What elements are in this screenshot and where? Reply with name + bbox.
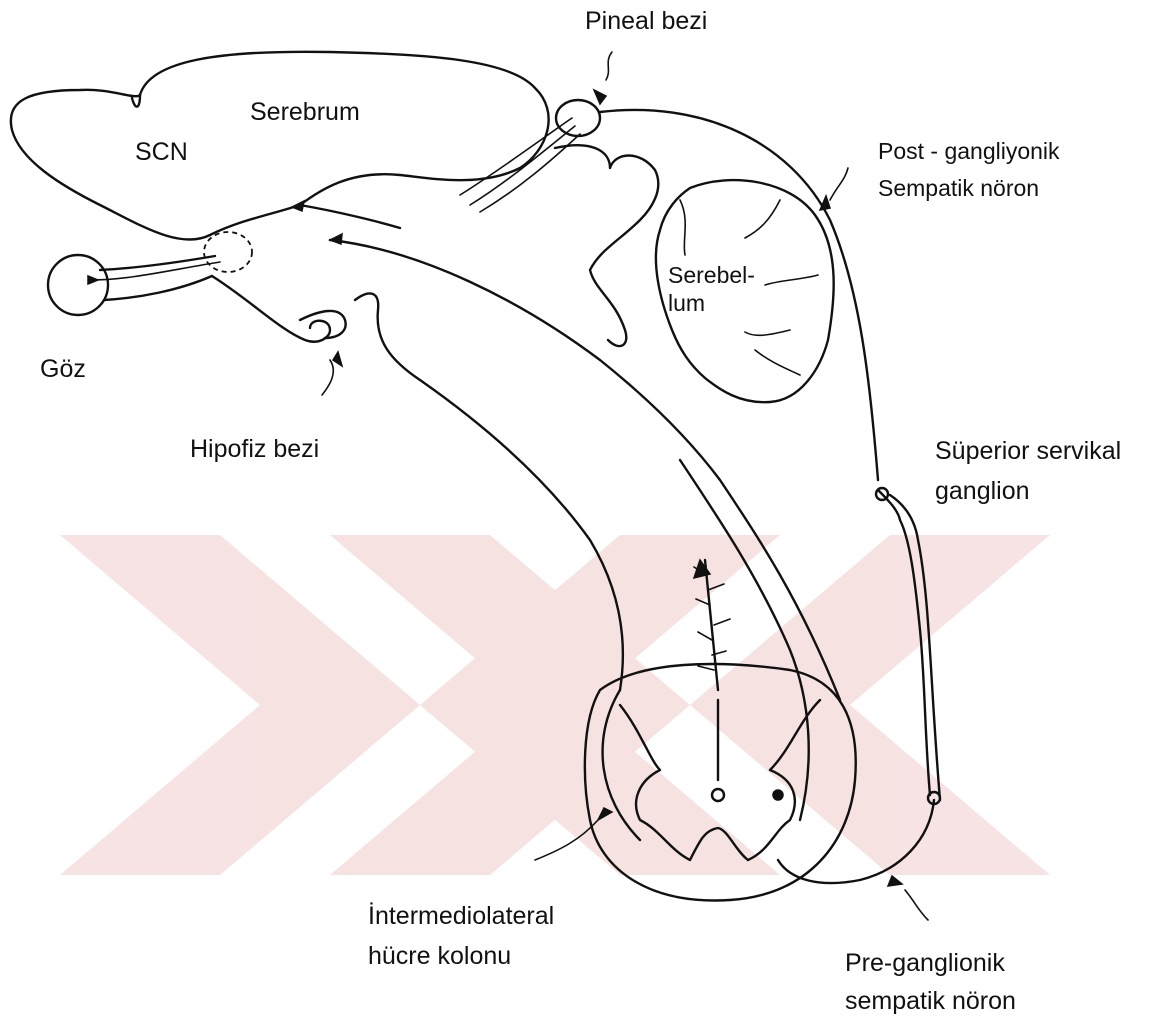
label-scn: SCN	[135, 135, 188, 169]
label-intermedio-line1: İntermediolateral	[368, 899, 554, 933]
cerebellum-fold-4	[745, 330, 790, 335]
pre-ganglionic-signal	[905, 890, 928, 920]
label-hipofiz: Hipofiz bezi	[190, 432, 319, 466]
pineal-arrow	[594, 90, 606, 104]
brainstem-outline	[355, 293, 623, 690]
pituitary-signal	[322, 360, 333, 395]
cerebellum-fold-1	[680, 200, 685, 255]
label-post-line1: Post - gangliyonik	[878, 134, 1060, 168]
label-pineal: Pineal bezi	[585, 4, 707, 38]
intermediolateral-arrow	[598, 808, 612, 820]
gray-matter-butterfly	[620, 700, 820, 860]
post-ganglionic-fiber	[600, 110, 878, 480]
intermediolateral-column	[773, 790, 783, 800]
pre-ganglionic-arrow	[888, 876, 902, 886]
spinal-cord-section	[585, 664, 856, 900]
optic-nerve-top	[100, 256, 215, 270]
optic-nerve-bottom	[104, 276, 212, 300]
pineal-gland	[556, 100, 600, 136]
pituitary-arrow	[333, 352, 342, 366]
midbrain-fold	[555, 145, 658, 346]
label-serebrum: Serebrum	[250, 95, 360, 129]
label-serebellum-line1: Serebel-	[668, 262, 755, 288]
label-intermedio-line2: hücre kolonu	[368, 939, 511, 973]
label-serebellum-line2: lum	[668, 290, 705, 316]
descending-tract	[680, 460, 809, 820]
cerebellum-fold-5	[755, 350, 800, 375]
label-pre-line1: Pre-ganglionik	[845, 946, 1005, 980]
hypothalamus-arrow	[292, 201, 304, 211]
pineal-signal	[606, 52, 612, 80]
label-post-line2: Sempatik nöron	[878, 171, 1039, 205]
cerebellum-fold-3	[765, 275, 818, 285]
label-superior-line1: Süperior servikal	[935, 434, 1121, 468]
ganglion-chain-inner	[890, 495, 940, 800]
brainstem-arrow	[330, 234, 342, 244]
intermediolateral-signal	[535, 820, 598, 860]
cerebrum-outline	[11, 52, 549, 240]
label-goz: Göz	[40, 352, 86, 386]
eye-arrow	[88, 276, 98, 284]
ascending-tract-arrow	[694, 560, 710, 578]
superior-cervical-ganglion	[878, 490, 930, 795]
post-ganglionic-signal	[830, 168, 848, 200]
label-pre-line2: sempatik nöron	[845, 984, 1016, 1018]
outer-loop	[603, 690, 640, 840]
pituitary-gland	[212, 276, 330, 342]
eye-outline	[48, 255, 108, 315]
label-superior-line2: ganglion	[935, 474, 1030, 508]
brainstem-inner	[330, 240, 840, 700]
pituitary-lobe	[300, 311, 346, 338]
scn-region	[204, 232, 252, 272]
hypothalamic-fiber	[300, 205, 400, 228]
central-canal	[712, 789, 724, 801]
cerebellum-fold-2	[745, 200, 780, 238]
